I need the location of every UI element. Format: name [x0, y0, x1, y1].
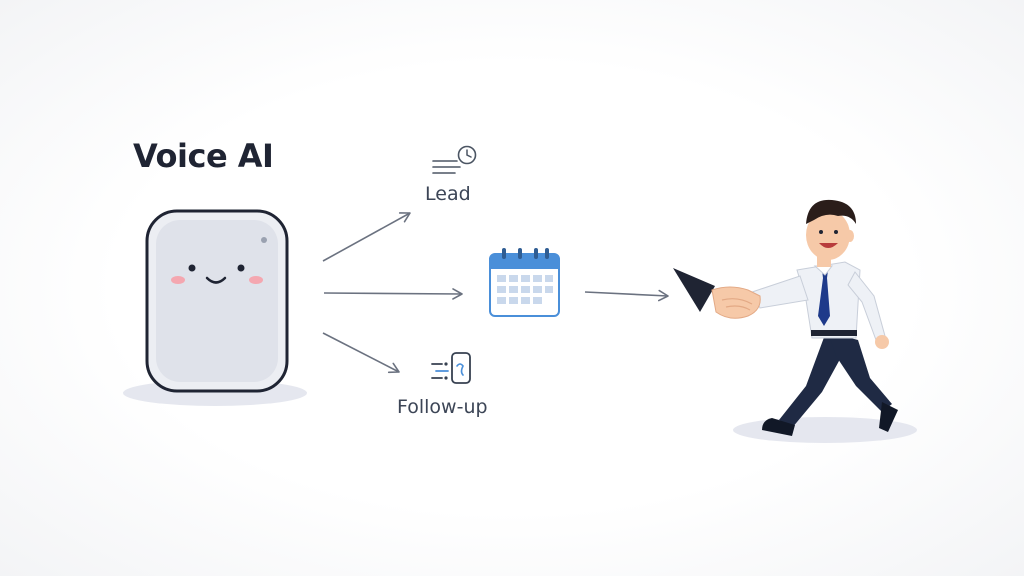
businessman-handshake-icon	[673, 199, 917, 443]
follow-up-label: Follow-up	[397, 396, 488, 418]
page-title: Voice AI	[133, 137, 274, 175]
arrow-to-calendar	[323, 288, 463, 300]
arrow-to-lead	[322, 212, 411, 262]
arrow-to-followup	[322, 332, 400, 374]
follow-up-phone-icon	[431, 352, 471, 384]
calendar-icon	[489, 248, 560, 317]
smiling-voice-device-icon	[123, 209, 307, 406]
lead-label: Lead	[425, 183, 471, 205]
lead-clock-icon	[432, 145, 477, 174]
arrow-to-person	[584, 289, 669, 302]
